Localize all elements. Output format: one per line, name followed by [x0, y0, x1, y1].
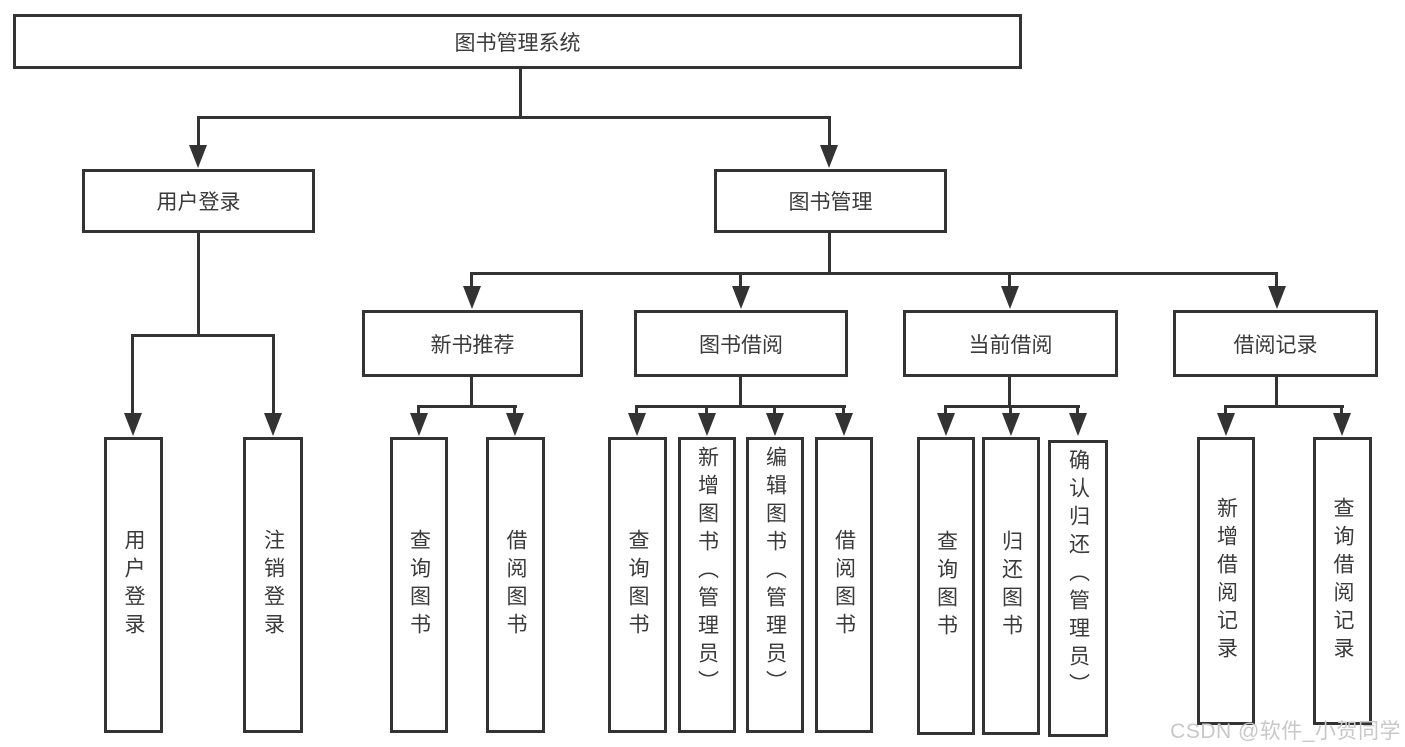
arrowhead — [766, 413, 784, 436]
connector-borrow-records-horizontal — [1224, 405, 1344, 408]
arrowhead — [835, 413, 853, 436]
node-book-borrow-label: 图书借阅 — [699, 333, 783, 357]
connector-drop-book-management — [828, 116, 831, 146]
connector-drop — [1076, 405, 1079, 415]
connector-drop-borrow-records — [1275, 272, 1278, 288]
arrowhead-borrow-records — [1268, 286, 1286, 309]
leaf-confirm-return-admin-label: 确认归还（管理员） — [1066, 449, 1090, 701]
connector-drop-new-book — [470, 272, 473, 288]
connector-drop — [705, 405, 708, 415]
arrowhead-leaf-login — [124, 413, 142, 436]
connector-drop — [944, 405, 947, 415]
connector-drop-leaf-login — [131, 334, 134, 414]
connector-drop-book-borrow — [739, 272, 742, 288]
arrowhead-leaf-logout — [264, 413, 282, 436]
connector-drop — [1009, 405, 1012, 415]
node-book-borrow: 图书借阅 — [634, 310, 848, 377]
arrowhead-book-borrow — [732, 286, 750, 309]
connector-drop-user-login — [197, 116, 200, 146]
node-book-management-label: 图书管理 — [788, 191, 873, 214]
connector-current-borrow-horizontal — [944, 405, 1080, 408]
leaf-return-books: 归还图书 — [982, 437, 1040, 735]
leaf-edit-books-admin: 编辑图书（管理员） — [746, 437, 804, 733]
connector-drop-leaf-logout — [272, 334, 275, 414]
arrowhead — [698, 413, 716, 436]
node-current-borrow-label: 当前借阅 — [968, 333, 1053, 357]
connector-level2-horizontal — [470, 272, 1278, 275]
leaf-borrow-books-1: 借阅图书 — [486, 437, 545, 733]
connector-borrow-records-stem — [1275, 377, 1278, 408]
node-root: 图书管理系统 — [13, 14, 1022, 69]
arrowhead — [628, 413, 646, 436]
connector-book-borrow-horizontal — [635, 405, 846, 408]
connector-drop — [635, 405, 638, 415]
connector-drop — [513, 405, 516, 415]
connector-book-management-stem — [828, 233, 831, 275]
leaf-query-books-1-label: 查询图书 — [407, 529, 431, 641]
connector-drop — [1224, 405, 1227, 415]
connector-new-book-horizontal — [417, 405, 517, 408]
arrowhead-new-book — [463, 286, 481, 309]
node-current-borrow: 当前借阅 — [903, 310, 1118, 377]
csdn-watermark: CSDN @软件_小贺同学 — [1170, 720, 1401, 743]
connector-level1-horizontal — [197, 116, 831, 119]
leaf-return-books-label: 归还图书 — [999, 530, 1023, 642]
leaf-add-books-admin-label: 新增图书（管理员） — [695, 446, 719, 698]
node-root-label: 图书管理系统 — [454, 31, 581, 55]
leaf-confirm-return-admin: 确认归还（管理员） — [1048, 440, 1108, 737]
leaf-logout-label: 注销登录 — [261, 529, 285, 641]
leaf-add-borrow-record: 新增借阅记录 — [1197, 437, 1255, 725]
node-new-book-recommend: 新书推荐 — [362, 310, 583, 377]
connector-book-borrow-stem — [739, 377, 742, 408]
leaf-user-login-label: 用户登录 — [122, 529, 145, 641]
connector-drop — [842, 405, 845, 415]
leaf-query-borrow-record-label: 查询借阅记录 — [1331, 497, 1354, 665]
arrowhead — [937, 413, 955, 436]
leaf-query-books-3: 查询图书 — [917, 437, 975, 735]
connector-drop-current-borrow — [1008, 272, 1011, 288]
leaf-add-books-admin: 新增图书（管理员） — [678, 437, 736, 733]
connector-current-borrow-stem — [1008, 377, 1011, 408]
arrowhead-user-login — [189, 145, 207, 168]
leaf-query-books-2: 查询图书 — [608, 437, 667, 733]
connector-new-book-stem — [470, 377, 473, 408]
node-user-login: 用户登录 — [82, 169, 315, 233]
arrowhead — [1002, 413, 1020, 436]
node-new-book-recommend-label: 新书推荐 — [430, 333, 515, 357]
connector-drop — [773, 405, 776, 415]
leaf-query-books-2-label: 查询图书 — [626, 529, 649, 641]
connector-user-login-stem — [197, 233, 200, 337]
leaf-borrow-books-2-label: 借阅图书 — [832, 529, 856, 641]
leaf-edit-books-admin-label: 编辑图书（管理员） — [763, 446, 787, 698]
leaf-borrow-books-1-label: 借阅图书 — [504, 529, 527, 641]
leaf-borrow-books-2: 借阅图书 — [815, 437, 873, 733]
leaf-query-borrow-record: 查询借阅记录 — [1313, 437, 1372, 725]
arrowhead — [1069, 413, 1087, 436]
arrowhead — [1217, 413, 1235, 436]
leaf-query-books-3-label: 查询图书 — [934, 530, 958, 642]
connector-drop — [417, 405, 420, 415]
connector-drop — [1340, 405, 1343, 415]
arrowhead-current-borrow — [1001, 286, 1019, 309]
node-borrow-records-label: 借阅记录 — [1233, 333, 1318, 357]
leaf-logout: 注销登录 — [243, 437, 303, 733]
leaf-add-borrow-record-label: 新增借阅记录 — [1214, 497, 1238, 665]
arrowhead — [1333, 413, 1351, 436]
arrowhead-book-management — [820, 145, 838, 168]
node-book-management: 图书管理 — [714, 169, 947, 233]
node-borrow-records: 借阅记录 — [1173, 310, 1378, 377]
connector-user-login-horizontal — [131, 334, 275, 337]
arrowhead — [410, 413, 428, 436]
arrowhead — [506, 413, 524, 436]
leaf-user-login: 用户登录 — [104, 437, 163, 733]
node-user-login-label: 用户登录 — [156, 191, 241, 214]
connector-root-stem — [519, 69, 522, 118]
leaf-query-books-1: 查询图书 — [390, 437, 448, 733]
